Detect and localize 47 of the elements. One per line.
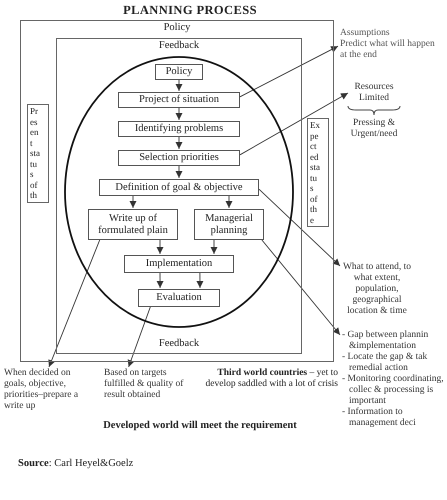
process-box: Write up of formulated plain [88,209,178,240]
arrow [176,136,182,150]
diagram-title: PLANNING PROCESS [123,3,257,18]
arrow [226,196,232,208]
list-item: - Information to management deci [342,407,417,429]
frame-label: Feedback [158,40,200,52]
arrow [258,188,340,266]
outer-frame [20,20,334,362]
frame-label: Feedback [158,338,200,350]
arrow [176,80,182,92]
list-item: - Locate the gap & tak remedial action [342,352,428,374]
arrow [176,108,182,120]
arrow [240,46,338,98]
status-box: Ex pe ct ed sta tu s of th e [307,118,329,227]
process-box: Implementation [124,255,234,273]
list-item: - Gap between plannin &implementation [342,330,430,352]
inner-frame [56,38,302,354]
arrow [240,92,348,156]
process-box: Selection priorities [118,150,240,166]
source-note: Source: Carl Heyel&Goelz [18,458,134,470]
status-box: Pr es en t sta tu s of th [27,104,49,202]
arrow [176,166,182,178]
annotation-text: When decided on goals, objective, priorities–prepare a write up [4,368,94,412]
annotation-text: Predict what will happen at the end [340,39,436,61]
arrow [128,306,151,368]
process-box: Managerial planning [194,209,264,240]
arrow [196,272,204,288]
note-text: Developed world will meet the requirement [103,420,297,432]
list-item: - Monitoring coordinating, collec & processing is important [342,374,445,407]
annotation-text: Pressing & Urgent/need [350,118,398,140]
arrow [261,240,340,336]
annotation-text: Based on targets fulfilled & quality of result obtained [104,368,186,401]
arrow [210,240,218,254]
process-box: Identifying problems [118,121,240,137]
arrow [156,272,164,288]
process-box: Policy [155,64,203,80]
process-box: Evaluation [138,289,220,307]
arrow [48,240,100,368]
note-text: Third world countries – yet to develop saddled with a lot of crisis [204,368,338,390]
process-box: Definition of goal & objective [99,179,259,196]
annotation-heading: Assumptions [340,28,390,39]
arrow [156,240,164,254]
process-box: Project of situation [118,92,240,108]
annotation-text: What to attend, to what extent, population, geographical location & time [342,262,412,317]
arrow [130,196,136,208]
annotation-text: Resources Limited [350,82,398,104]
frame-label: Policy [164,22,190,34]
